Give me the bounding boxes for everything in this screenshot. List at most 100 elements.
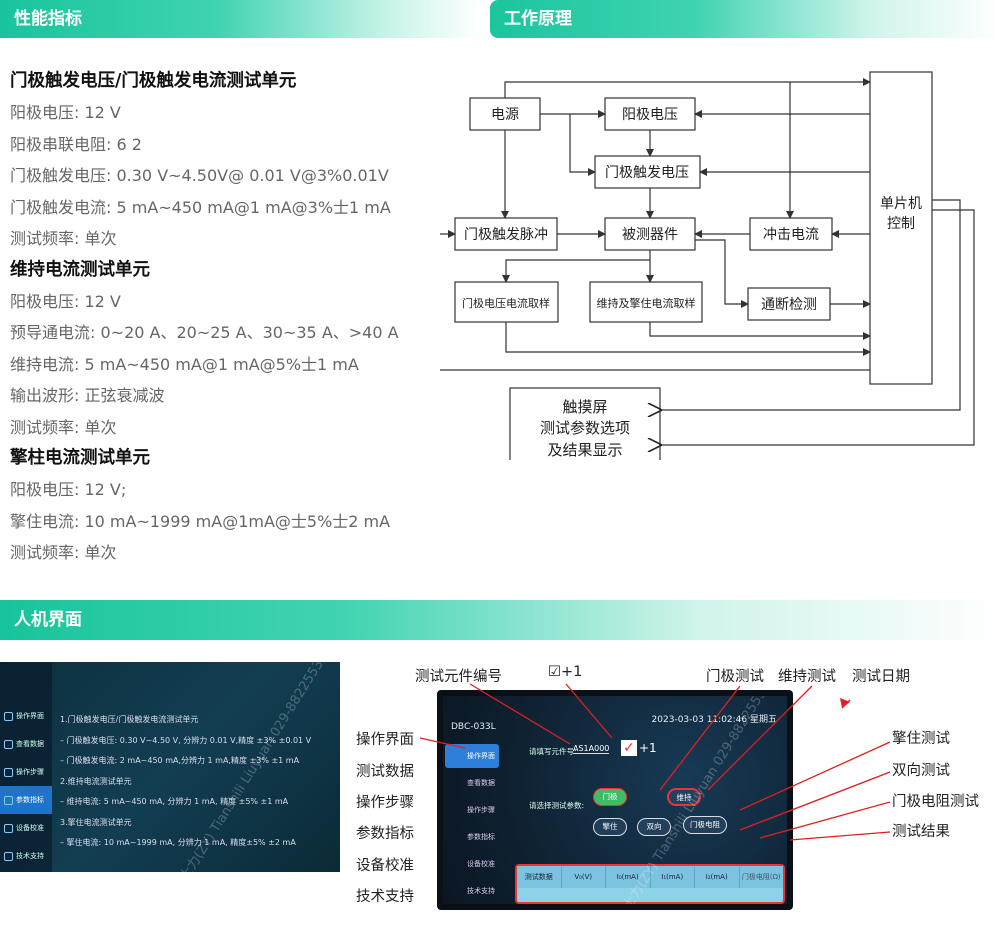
device-datetime: 2023-03-03 11:02:46 星期五 (651, 715, 777, 725)
left-screen-line: 3.擎住电流测试单元 (60, 817, 132, 827)
callout-bidir-test: 双向测试 (892, 763, 950, 779)
label-gate-trigger-pulse: 门极触发脉冲 (464, 227, 548, 243)
box-mcu (869, 71, 933, 385)
callout-support: 技术支持 (356, 889, 414, 905)
nav-icon (4, 851, 13, 861)
device-nav-item[interactable]: 设备校准 (467, 860, 495, 868)
left-screen-line: – 门极触发电流: 2 mA~450 mA,分辨力 1 mA,精度 ±3% ±1… (60, 756, 300, 765)
callout-gate-test: 门极测试 (706, 669, 764, 685)
callout-gate-res-test: 门极电阻测试 (892, 794, 979, 810)
nav-icon (4, 739, 13, 749)
spec-list: 门极触发电压/门极触发电流测试单元阳极电压: 12 V 阳极串联电阻: 6 2 门极… (10, 66, 480, 569)
parameter-screen-photo: 操作界面查看数据操作步骤参数指标设备校准技术支持 1.门极触发电压/门极触发电流… (0, 662, 340, 872)
label-anode-voltage: 阳极电压 (622, 107, 678, 123)
left-screen-line: – 维持电流: 5 mA~450 mA, 分辨力 1 mA, 精度 ±5% ±1… (60, 797, 289, 806)
callout-test-data: 测试数据 (356, 764, 414, 780)
left-screen-line: 1.门极触发电压/门极触发电流测试单元 (60, 715, 199, 724)
label-hold-sampling: 维持及擎住电流取样 (597, 296, 696, 310)
part-number-field[interactable]: AS1A000 (573, 744, 610, 754)
device-nav: 操作界面查看数据操作步骤参数指标设备校准技术支持 (443, 744, 501, 904)
label-gate-trigger-voltage: 门极触发电压 (605, 165, 689, 181)
spec-line: 门极触发电压: 0.30 V~4.50V@ 0.01 V@3%0.01V (10, 166, 389, 185)
left-nav-item[interactable]: 操作步骤 (0, 758, 52, 786)
result-column-header: I₂(mA) (695, 866, 740, 888)
section-banner-principle: 工作原理 (490, 0, 1000, 38)
box-touchscreen (509, 387, 661, 460)
left-screen-line: 2.维持电流测试单元 (60, 776, 132, 786)
spec-line: 门极触发电流: 5 mA~450 mA@1 mA@3%士1 mA (10, 197, 391, 217)
spec-line: 阳极电压: 12 V (10, 103, 121, 122)
result-column-header: I₀(mA) (606, 866, 651, 888)
left-nav-item[interactable]: 查看数据 (0, 730, 52, 758)
spec-line: 输出波形: 正弦衰减波 (10, 386, 165, 405)
spec-heading: 擎柱电流测试单元 (10, 448, 150, 468)
callout-part-no: 测试元件编号 (415, 669, 502, 685)
label-touch-2: 测试参数选项 (540, 419, 630, 437)
device-screen-photo: DBC-033L 2023-03-03 11:02:46 星期五 操作界面查看数… (437, 690, 793, 910)
device-model: DBC-033L (451, 722, 496, 732)
spec-line: 测试频率: 单次 (10, 543, 117, 562)
left-nav-item[interactable]: 技术支持 (0, 842, 52, 870)
left-nav-label: 操作步骤 (16, 768, 44, 776)
spec-line: 维持电流: 5 mA~450 mA@1 mA@5%士1 mA (10, 354, 359, 374)
spec-line: 阳极串联电阻: 6 2 (10, 134, 142, 154)
left-nav-label: 操作界面 (16, 712, 44, 720)
block-diagram: 电源 阳极电压 门极触发电压 门极触发脉冲 被测器件 冲击电流 单片机 控制 门… (440, 71, 975, 460)
callout-calibration: 设备校准 (356, 858, 414, 874)
callout-test-result: 测试结果 (892, 824, 950, 840)
bidirectional-button[interactable]: 双向 (637, 818, 671, 836)
label-continuity: 通断检测 (761, 297, 817, 313)
label-surge-current: 冲击电流 (763, 227, 819, 243)
left-nav-item[interactable]: 参数指标 (0, 786, 52, 814)
device-nav-item[interactable]: 技术支持 (467, 887, 495, 895)
callout-op-steps: 操作步骤 (356, 795, 414, 811)
label-mcu-1: 单片机 (880, 196, 922, 212)
plus-one-label: +1 (639, 741, 657, 755)
spec-line: 阳极电压: 12 V (10, 291, 121, 311)
box-anode-voltage (604, 97, 696, 131)
params-prompt: 请选择测试参数: (529, 801, 585, 810)
spec-heading: 维持电流测试单元 (10, 259, 150, 280)
callout-hold-test: 维持测试 (778, 669, 836, 685)
spec-line: 阳极电压: 12 V; (10, 480, 127, 499)
device-nav-item[interactable]: 查看数据 (467, 779, 495, 787)
spec-line: 测试频率: 单次 (10, 229, 117, 248)
box-continuity (747, 287, 831, 321)
nav-icon (4, 767, 13, 777)
spec-line: 测试频率: 单次 (10, 417, 117, 437)
box-gate-sampling (454, 281, 559, 323)
nav-icon (4, 711, 13, 721)
spec-heading: 门极触发电压/门极触发电流测试单元 (10, 71, 297, 91)
spec-line: 擎住电流: 10 mA~1999 mA@1mA@士5%士2 mA (10, 511, 391, 531)
left-nav-item[interactable]: 操作界面 (0, 702, 52, 730)
gate-resistance-button[interactable]: 门极电阻 (683, 816, 727, 834)
callout-op-ui: 操作界面 (356, 732, 414, 748)
label-power: 电源 (491, 107, 519, 123)
left-nav-label: 查看数据 (16, 740, 44, 748)
left-nav-item[interactable]: 设备校准 (0, 814, 52, 842)
gate-button[interactable]: 门极 (593, 788, 627, 806)
label-touch-1: 触摸屏 (562, 398, 607, 416)
device-nav-item[interactable]: 操作界面 (445, 744, 499, 768)
section-banner-hmi: 人机界面 (0, 600, 1000, 640)
latch-button[interactable]: 擎住 (593, 818, 627, 836)
left-nav-label: 设备校准 (16, 824, 44, 832)
device-nav-item[interactable]: 操作步骤 (467, 806, 495, 814)
label-dut: 被测器件 (622, 227, 678, 243)
label-touch-3: 及结果显示 (547, 441, 622, 459)
label-gate-sampling: 门极电压电流取样 (462, 296, 550, 310)
left-screen-content: 1.门极触发电压/门极触发电流测试单元– 门极触发电压: 0.30 V~4.50… (60, 710, 340, 854)
callout-check-plus: ☑+1 (548, 664, 583, 680)
result-column-header: 测试数据 (517, 866, 562, 888)
callout-latch-test: 擎住测试 (892, 731, 950, 747)
callout-test-date: 测试日期 (852, 669, 910, 685)
nav-icon (4, 823, 13, 833)
part-prompt: 请填写元件号: (529, 747, 577, 756)
check-icon[interactable]: ✓ (621, 740, 637, 756)
device-nav-item[interactable]: 参数指标 (467, 833, 495, 841)
nav-icon (4, 795, 13, 805)
callout-params: 参数指标 (356, 826, 414, 842)
section-banner-performance: 性能指标 (0, 0, 480, 38)
